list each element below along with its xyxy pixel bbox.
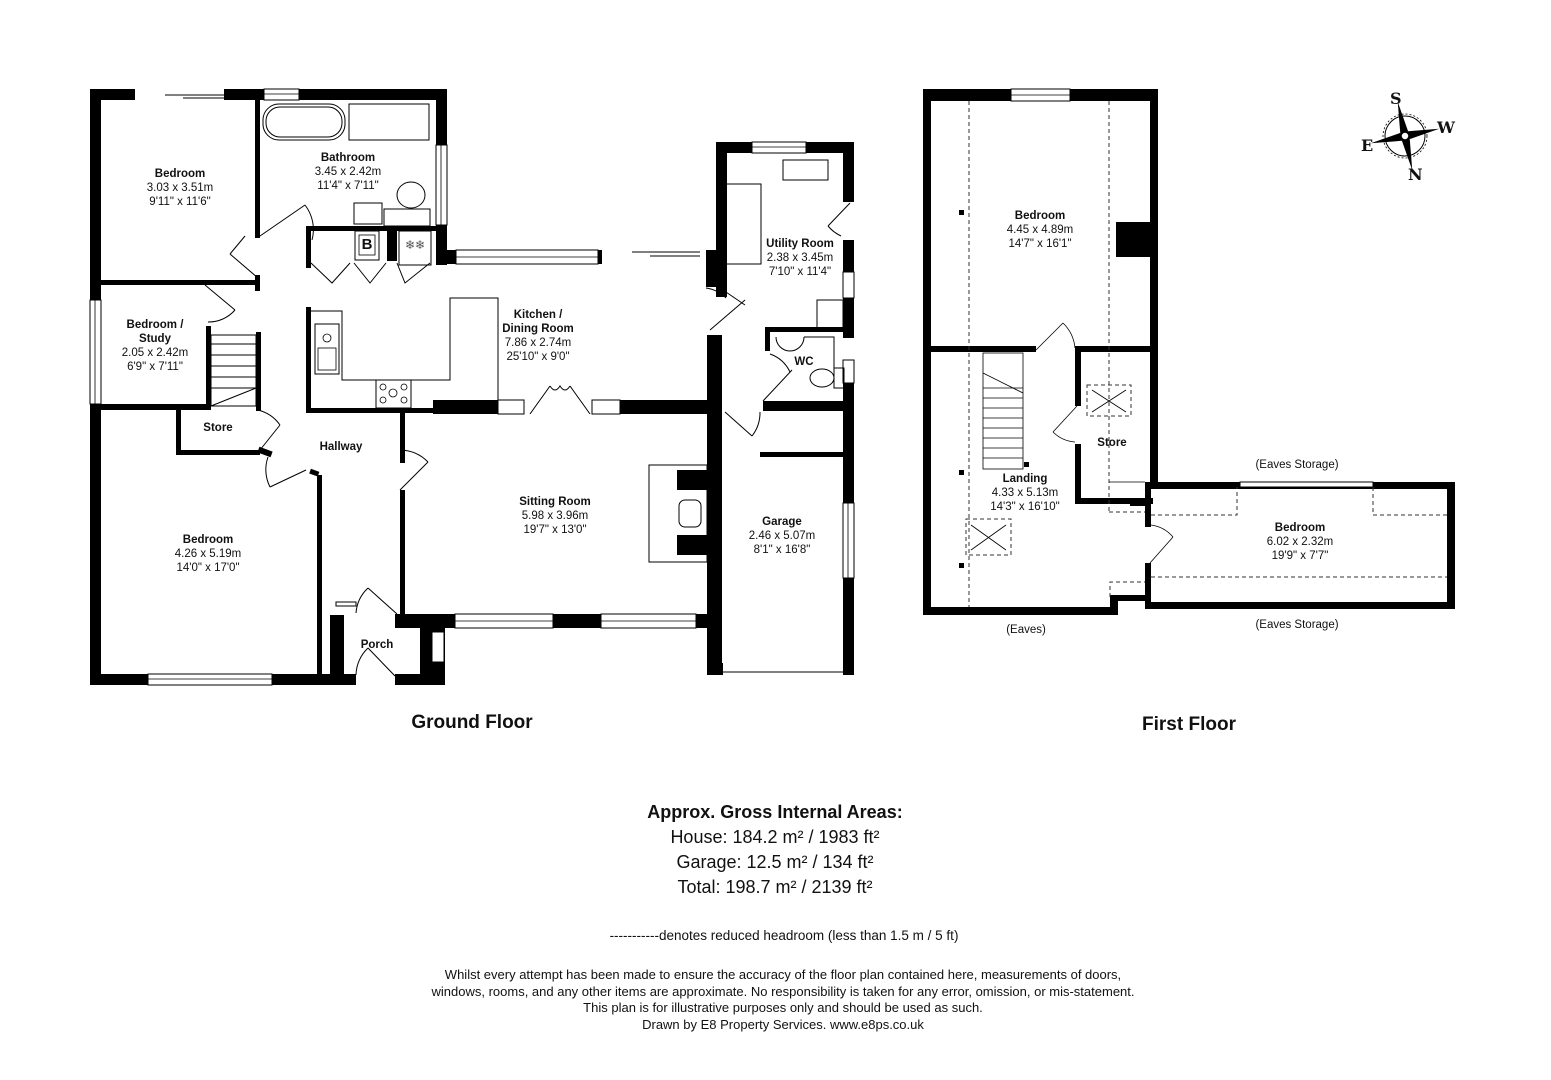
room-label-store: Store — [203, 422, 233, 434]
room-label-bedroom-2: Bedroom 4.26 x 5.19m 14'0" x 17'0" — [174, 534, 242, 574]
drawn-by-credit: Drawn by E8 Property Services. www.e8ps.… — [642, 1016, 924, 1032]
eaves-storage-top-label: (Eaves Storage) — [1255, 459, 1339, 471]
room-label-hallway: Hallway — [319, 441, 363, 453]
boiler-icon: B — [361, 236, 373, 253]
first-floor-title: First Floor — [1142, 714, 1236, 735]
areas-heading: Approx. Gross Internal Areas: — [647, 802, 903, 822]
disclaimer: Whilst every attempt has been made to en… — [431, 967, 1135, 1032]
room-label-bathroom: Bathroom 3.45 x 2.42m 11'4" x 7'11" — [314, 152, 382, 192]
area-garage: Garage: 12.5 m² / 134 ft² — [676, 852, 874, 872]
room-label-utility-room: Utility Room 2.38 x 3.45m 7'10" x 11'4" — [766, 238, 834, 278]
compass-east: E — [1361, 136, 1374, 155]
area-house: House: 184.2 m² / 1983 ft² — [670, 827, 880, 847]
room-label-sitting-room: Sitting Room 5.98 x 3.96m 19'7" x 13'0" — [519, 496, 591, 536]
area-total: Total: 198.7 m² / 2139 ft² — [677, 877, 873, 897]
room-label-bedroom-study: Bedroom / Study 2.05 x 2.42m 6'9" x 7'11… — [121, 319, 189, 373]
cylinder-icon: ❄❄ — [404, 238, 426, 252]
room-label-landing: Landing 4.33 x 5.13m 14'3" x 16'10" — [990, 473, 1060, 513]
room-label-porch: Porch — [360, 639, 394, 651]
room-label-ff-bedroom-2: Bedroom 6.02 x 2.32m 19'9" x 7'7" — [1266, 522, 1334, 562]
room-label-kitchen-dining: Kitchen / Dining Room 7.86 x 2.74m 25'10… — [502, 309, 574, 363]
room-label-ff-bedroom-1: Bedroom 4.45 x 4.89m 14'7" x 16'1" — [1006, 210, 1074, 250]
room-label-bedroom-1: Bedroom 3.03 x 3.51m 9'11" x 11'6" — [146, 168, 214, 208]
gross-internal-areas: Approx. Gross Internal Areas: House: 184… — [647, 800, 902, 900]
headroom-legend: -----------denotes reduced headroom (les… — [609, 928, 959, 943]
compass-south: S — [1390, 89, 1402, 108]
room-label-wc: WC — [794, 356, 814, 368]
room-label-ff-store: Store — [1097, 437, 1127, 449]
compass-north: N — [1408, 165, 1423, 184]
eaves-label: (Eaves) — [1006, 624, 1046, 636]
room-label-garage: Garage 2.46 x 5.07m 8'1" x 16'8" — [748, 516, 816, 556]
ground-floor-title: Ground Floor — [411, 712, 533, 733]
eaves-storage-bottom-label: (Eaves Storage) — [1255, 619, 1339, 631]
compass-west: W — [1437, 118, 1455, 137]
